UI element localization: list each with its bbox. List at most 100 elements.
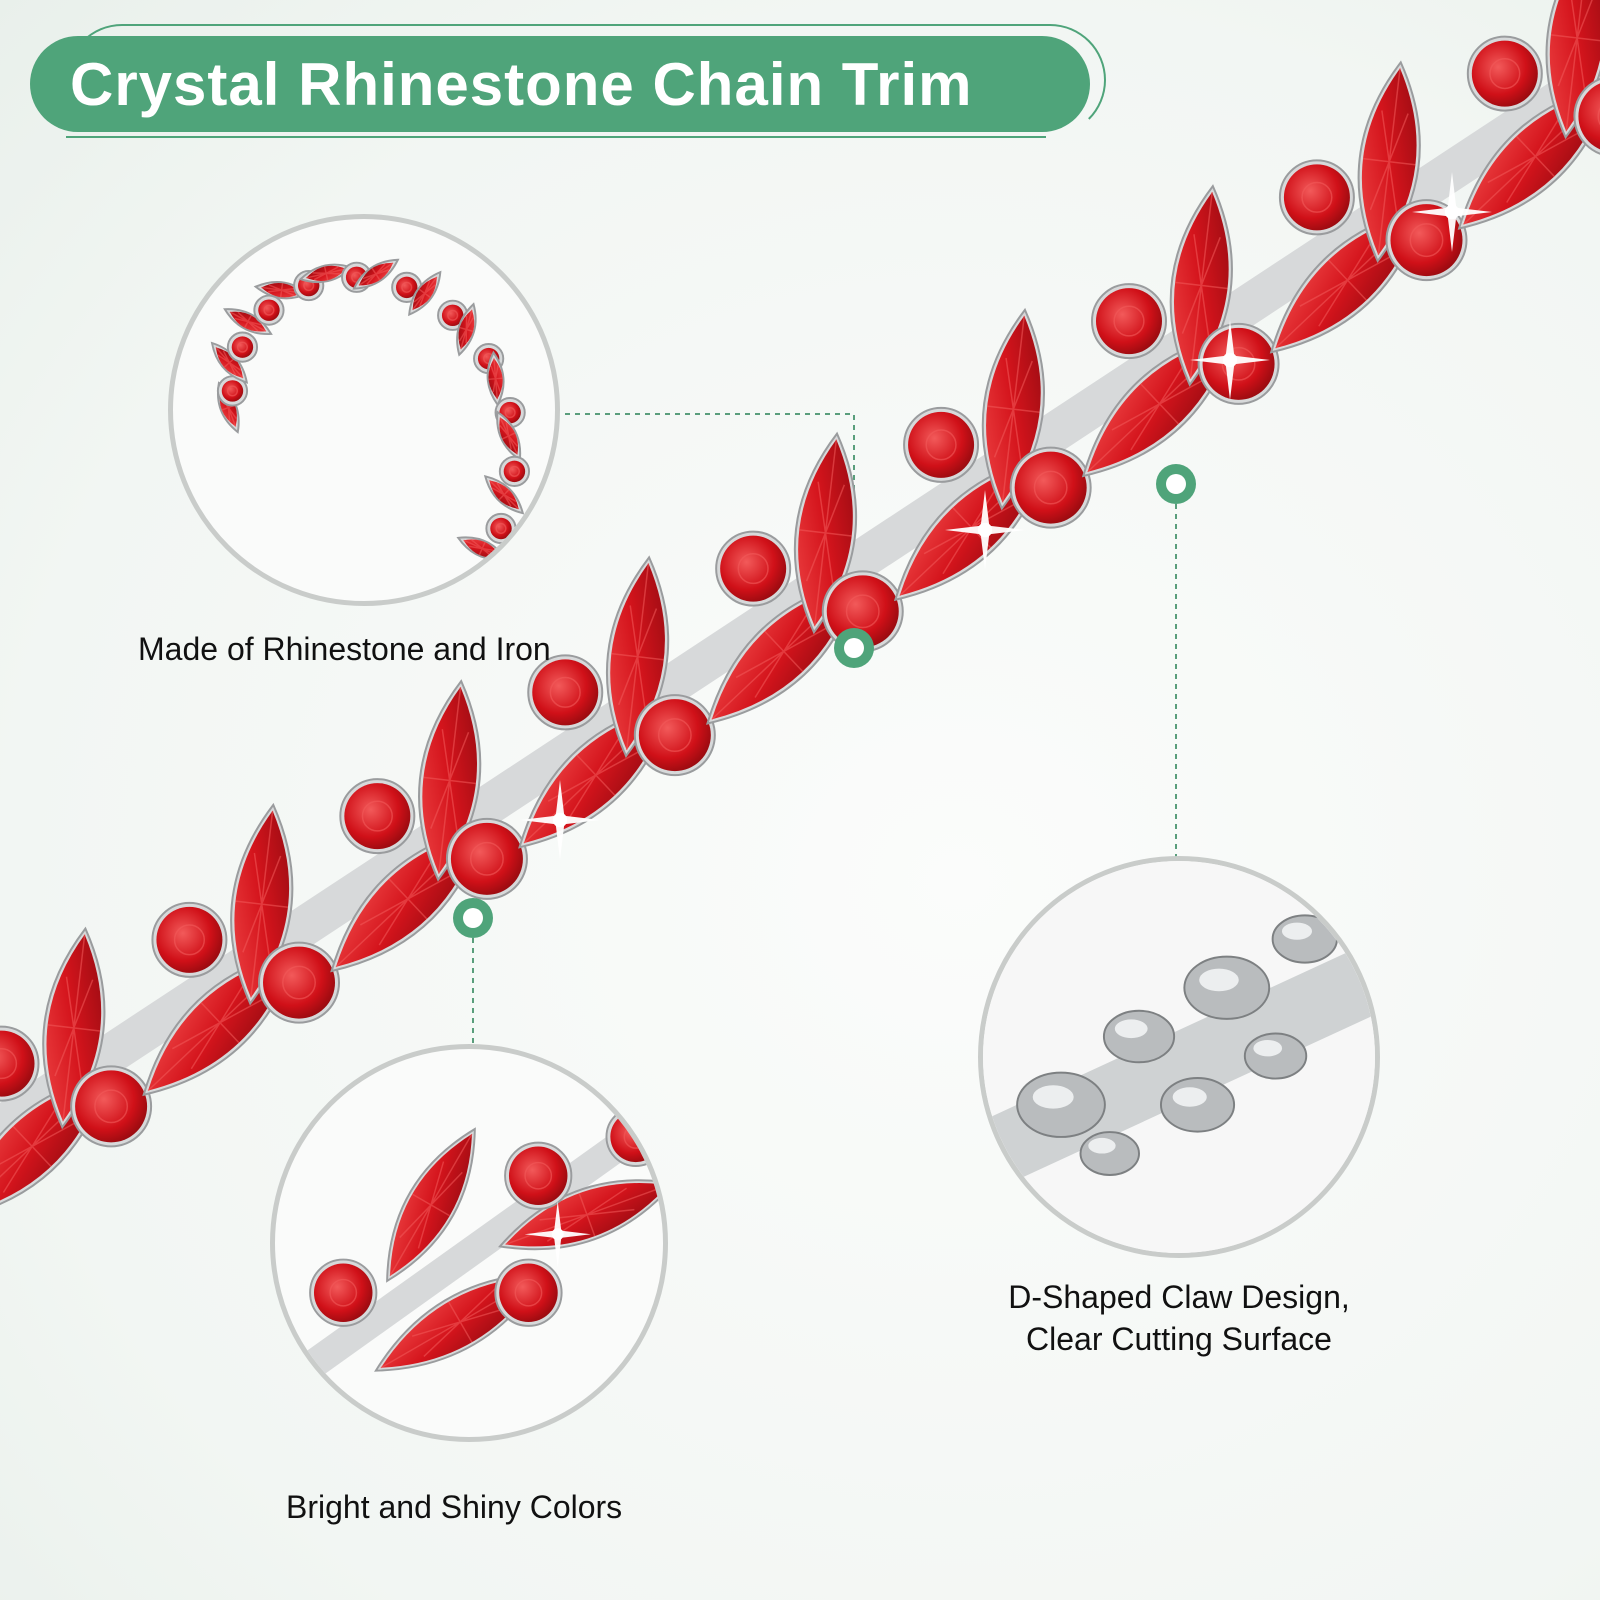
gem-facets: [1113, 305, 1145, 337]
gem-facets: [329, 1278, 358, 1307]
chain-band: [295, 1115, 654, 1383]
round-gem: [1385, 199, 1468, 282]
round-gem: [0, 1025, 40, 1102]
gem-body: [313, 1263, 373, 1322]
gem-facets: [549, 676, 581, 708]
gem-facets: [1597, 107, 1600, 126]
callout-circle-claw: [978, 856, 1380, 1258]
gem-body: [503, 460, 526, 483]
gem-facets: [261, 283, 302, 298]
gem-facets: [229, 311, 267, 332]
gem-facets: [1362, 68, 1416, 256]
gem-body: [258, 299, 280, 321]
gem-facets: [226, 385, 239, 397]
claw-setting: [1016, 1071, 1106, 1138]
gem-body: [1202, 327, 1275, 400]
sparkle-icon: [524, 1201, 591, 1268]
feature-label-material: Made of Rhinestone and Iron: [138, 631, 551, 667]
gem-facets: [737, 552, 769, 585]
gem-facets: [0, 1047, 18, 1080]
gem-facets: [423, 686, 476, 874]
gem-facets: [236, 341, 248, 353]
feature-label-claw: D-Shaped Claw Design, Clear Cutting Surf…: [978, 1276, 1380, 1360]
gem-body: [1095, 288, 1162, 355]
gem-facets: [380, 1275, 540, 1369]
gem-body: [1014, 451, 1087, 524]
round-gem: [633, 694, 716, 777]
gem-facets: [306, 266, 347, 281]
gem-facets: [282, 965, 316, 1000]
gem-facets: [1275, 211, 1420, 349]
gem-facets: [1033, 470, 1068, 505]
sparkle-icon: [1190, 320, 1270, 400]
gem-facets: [335, 830, 481, 968]
gem-body: [263, 946, 336, 1019]
gem-facets: [389, 1133, 473, 1277]
gem-body: [156, 906, 223, 973]
gem-facets: [488, 358, 503, 400]
marker-dot-icon: [834, 628, 874, 668]
gem-facets: [47, 934, 101, 1122]
gem-facets: [488, 479, 520, 510]
marker-dot-icon: [453, 898, 493, 938]
marquise-gem: [386, 1127, 476, 1283]
sparkle-icon: [520, 780, 600, 860]
round-gem: [1197, 322, 1280, 405]
gem-body: [908, 411, 975, 478]
gem-facets: [987, 315, 1040, 503]
gem-facets: [463, 539, 502, 558]
gem-facets: [358, 262, 394, 287]
gem-body: [231, 336, 254, 358]
title-underline: [66, 136, 1046, 138]
claw-setting: [1102, 1009, 1176, 1064]
sparkle-icon: [1412, 172, 1492, 252]
gem-facets: [219, 388, 237, 427]
round-gem: [821, 570, 904, 653]
page-title: Crystal Rhinestone Chain Trim: [70, 50, 973, 118]
feature-label-color: Bright and Shiny Colors: [286, 1489, 623, 1525]
gem-facets: [447, 309, 459, 321]
gem-facets: [401, 281, 413, 293]
gem-facets: [458, 309, 474, 350]
marker-dot-icon: [1156, 464, 1196, 504]
round-gem: [151, 901, 228, 978]
round-gem: [715, 530, 792, 607]
round-gem: [1278, 159, 1355, 236]
gem-body: [638, 699, 711, 772]
gem-facets: [361, 800, 393, 832]
gem-facets: [1550, 0, 1600, 132]
feature-label-claw-line1: D-Shaped Claw Design,: [1008, 1279, 1350, 1315]
round-gem: [504, 1141, 573, 1210]
round-gem: [498, 455, 531, 487]
round-gem: [527, 654, 604, 731]
claw-setting: [1079, 1131, 1140, 1176]
gem-body: [1578, 83, 1600, 150]
gem-facets: [1409, 223, 1444, 258]
round-gem: [226, 331, 259, 363]
round-gem: [445, 817, 528, 900]
claw-setting: [1271, 914, 1338, 964]
gem-body: [720, 535, 787, 602]
gem-facets: [505, 1184, 663, 1246]
marquise-gem: [352, 258, 400, 290]
gem-body: [1283, 164, 1350, 231]
title-outline: [66, 24, 1106, 136]
marquise-gem: [483, 474, 525, 515]
round-gem: [494, 1258, 563, 1327]
gem-facets: [263, 304, 275, 316]
gem-body: [450, 822, 523, 895]
gem-facets: [504, 407, 516, 419]
gem-body: [490, 517, 512, 540]
gem-facets: [215, 346, 244, 379]
round-gem: [216, 375, 249, 407]
closeup-gems-photo: [295, 1106, 663, 1383]
gem-body: [508, 1146, 568, 1205]
title-pill: Crystal Rhinestone Chain Trim: [30, 36, 1090, 132]
gem-body: [344, 783, 411, 850]
gem-body: [0, 1030, 35, 1097]
gem-facets: [524, 1161, 553, 1190]
gem-body: [1471, 40, 1538, 107]
gem-body: [532, 659, 599, 726]
claw-setting: [1159, 1076, 1236, 1133]
